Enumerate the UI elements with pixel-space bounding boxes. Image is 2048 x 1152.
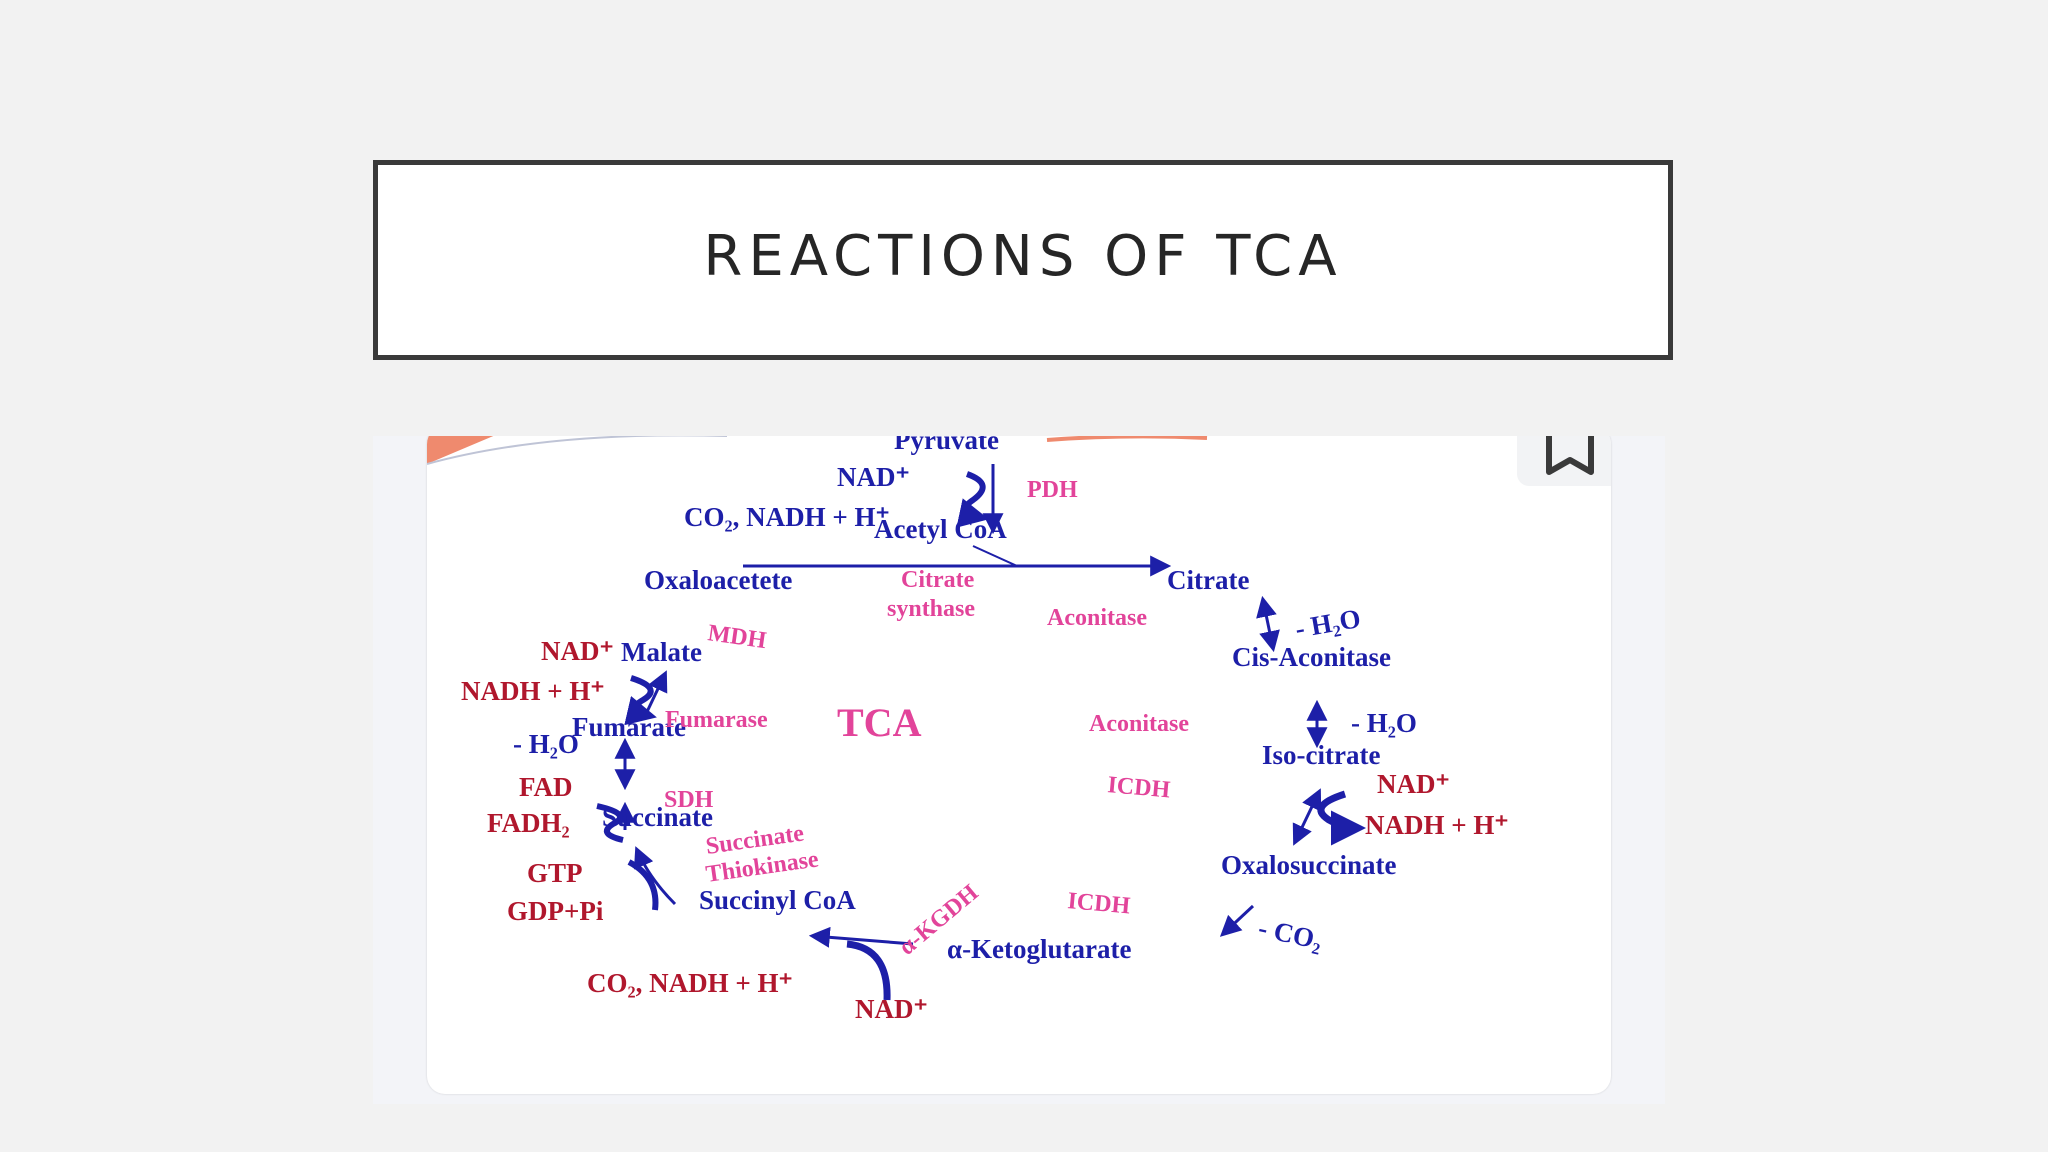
header-curve <box>427 436 727 465</box>
thiokinase-arrow <box>633 846 677 906</box>
label-aconitase-2: Aconitase <box>1089 711 1189 737</box>
label-pdh-products: CO₂, NADH + H⁺ <box>684 502 890 532</box>
sdh-cofactor-arrow <box>596 803 624 843</box>
pdh-cofactor-arrow <box>956 471 989 528</box>
label-cis-aconitase: Cis-Aconitase <box>1232 642 1391 672</box>
label-oxalosuccinate: Oxalosuccinate <box>1221 850 1397 880</box>
slide-title: REACTIONS OF TCA <box>703 223 1343 289</box>
label-icdh-co2: - CO₂ <box>1256 913 1325 956</box>
title-box: REACTIONS OF TCA <box>373 160 1673 360</box>
tca-diagram: Pyruvate Acetyl CoA Citrate Cis-Aconitas… <box>427 436 1509 1024</box>
label-succinate: Succinate <box>602 802 713 832</box>
label-citrate-synthase-2: synthase <box>887 596 975 622</box>
tca-diagram-card: Pyruvate Acetyl CoA Citrate Cis-Aconitas… <box>427 436 1611 1094</box>
akgdh-cofactor-arrow <box>846 940 891 1001</box>
label-citrate: Citrate <box>1167 565 1249 595</box>
label-icdh-2: ICDH <box>1066 888 1131 919</box>
reaction-arrows <box>596 464 1366 1001</box>
label-citrate-synthase-1: Citrate <box>901 567 975 593</box>
label-fumarase: Fumarase <box>665 707 768 733</box>
label-akgdh-nad: NAD⁺ <box>855 994 928 1024</box>
label-citrate-water: - H₂O <box>1293 603 1363 644</box>
bookmark-icon <box>1546 436 1594 475</box>
label-oxaloacetate: Oxaloacetete <box>644 565 792 595</box>
label-pdh: PDH <box>1027 477 1078 503</box>
label-acetyl-coa: Acetyl CoA <box>874 514 1007 544</box>
label-fadh2: FADH₂ <box>487 808 570 838</box>
cofactor-labels: NAD⁺ CO₂, NADH + H⁺ - H₂O - H₂O NAD⁺ NAD… <box>461 462 1509 1024</box>
metabolite-labels: Pyruvate Acetyl CoA Citrate Cis-Aconitas… <box>572 436 1397 964</box>
aconitase-arrow-1 <box>1256 595 1280 653</box>
label-sdh: SDH <box>664 787 714 813</box>
label-iso-citrate: Iso-citrate <box>1262 740 1380 770</box>
icdh-arrow-1 <box>1292 788 1322 846</box>
label-gdp-pi: GDP+Pi <box>507 896 604 926</box>
label-akgdh-products: CO₂, NADH + H⁺ <box>587 968 793 998</box>
label-aconitase-1: Aconitase <box>1047 605 1147 631</box>
label-icdh-nadh: NADH + H⁺ <box>1365 810 1509 840</box>
label-icdh-1: ICDH <box>1106 772 1171 803</box>
label-fumarate: Fumarate <box>572 712 686 742</box>
akgdh-arrow <box>808 926 914 948</box>
figure-frame: Pyruvate Acetyl CoA Citrate Cis-Aconitas… <box>373 436 1665 1104</box>
label-alpha-ketoglutarate: α-Ketoglutarate <box>947 934 1132 964</box>
header-accent <box>1046 436 1208 442</box>
label-gtp: GTP <box>527 858 583 888</box>
icdh-cofactor-arrow <box>1317 790 1366 846</box>
label-fad: FAD <box>519 772 573 802</box>
icdh-arrow-2 <box>1219 904 1255 937</box>
acetyl-join-line <box>972 545 1018 567</box>
label-icdh-nad: NAD⁺ <box>1377 769 1450 799</box>
label-succinyl-coa: Succinyl CoA <box>699 885 856 915</box>
label-fumarase-water: - H₂O <box>513 729 579 759</box>
label-mdh: MDH <box>706 620 768 654</box>
mdh-cofactor-arrow <box>624 675 657 726</box>
label-mdh-nad: NAD⁺ <box>541 636 614 666</box>
label-pdh-nad: NAD⁺ <box>837 462 910 492</box>
thiokinase-cofactor-arrow <box>627 859 659 911</box>
label-pyruvate: Pyruvate <box>894 436 999 455</box>
label-mdh-nadh: NADH + H⁺ <box>461 676 605 706</box>
label-malate: Malate <box>621 637 702 667</box>
label-tca-center: TCA <box>837 700 922 745</box>
bookmark-button[interactable] <box>1517 436 1611 486</box>
label-iso-water: - H₂O <box>1351 708 1417 738</box>
